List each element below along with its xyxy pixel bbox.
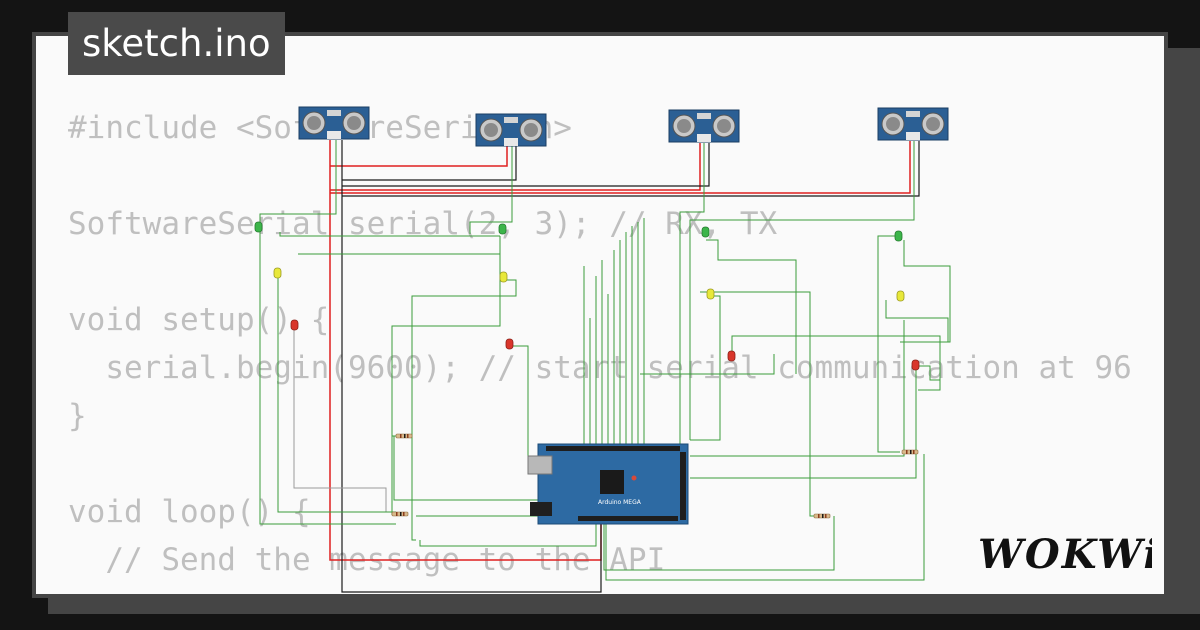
board-label: Arduino MEGA — [598, 499, 642, 506]
resistor — [391, 511, 409, 517]
ultrasonic-sensor — [877, 107, 949, 141]
gray-wire — [293, 330, 387, 512]
yellow-led — [706, 288, 715, 300]
yellow-led — [273, 267, 282, 279]
code-line: void loop() { — [68, 494, 311, 530]
green-led — [894, 230, 903, 242]
red-led — [505, 338, 514, 350]
code-line: void setup() { — [68, 302, 330, 338]
ultrasonic-sensor — [298, 106, 370, 140]
preview-card: #include <SoftwareSerial.h> SoftwareSeri… — [32, 32, 1168, 598]
green-led — [498, 223, 507, 235]
code-line: serial.begin(9600); // start serial comm… — [105, 350, 1132, 386]
resistor — [901, 449, 919, 455]
code-line: } — [68, 398, 87, 434]
ultrasonic-sensor — [668, 109, 740, 143]
ground-wires — [341, 140, 920, 593]
green-led — [701, 226, 710, 238]
arduino-mega-board: Arduino MEGA — [527, 443, 689, 525]
red-led — [911, 359, 920, 371]
sketch-title-badge: sketch.ino — [68, 12, 285, 75]
power-wires — [329, 140, 911, 561]
wokwi-logo: WOKWi — [978, 531, 1152, 578]
ultrasonic-sensor — [475, 113, 547, 147]
green-led — [254, 221, 263, 233]
yellow-led — [896, 290, 905, 302]
code-background: #include <SoftwareSerial.h> SoftwareSeri… — [68, 104, 1132, 594]
resistor — [813, 513, 831, 519]
yellow-led — [499, 271, 508, 283]
resistor — [395, 433, 413, 439]
brand-text: WOKWi — [978, 531, 1152, 578]
red-led — [290, 319, 299, 331]
code-line: SoftwareSerial serial(2, 3); // RX, TX — [68, 206, 778, 242]
red-led — [727, 350, 736, 362]
signal-wires — [259, 140, 951, 581]
